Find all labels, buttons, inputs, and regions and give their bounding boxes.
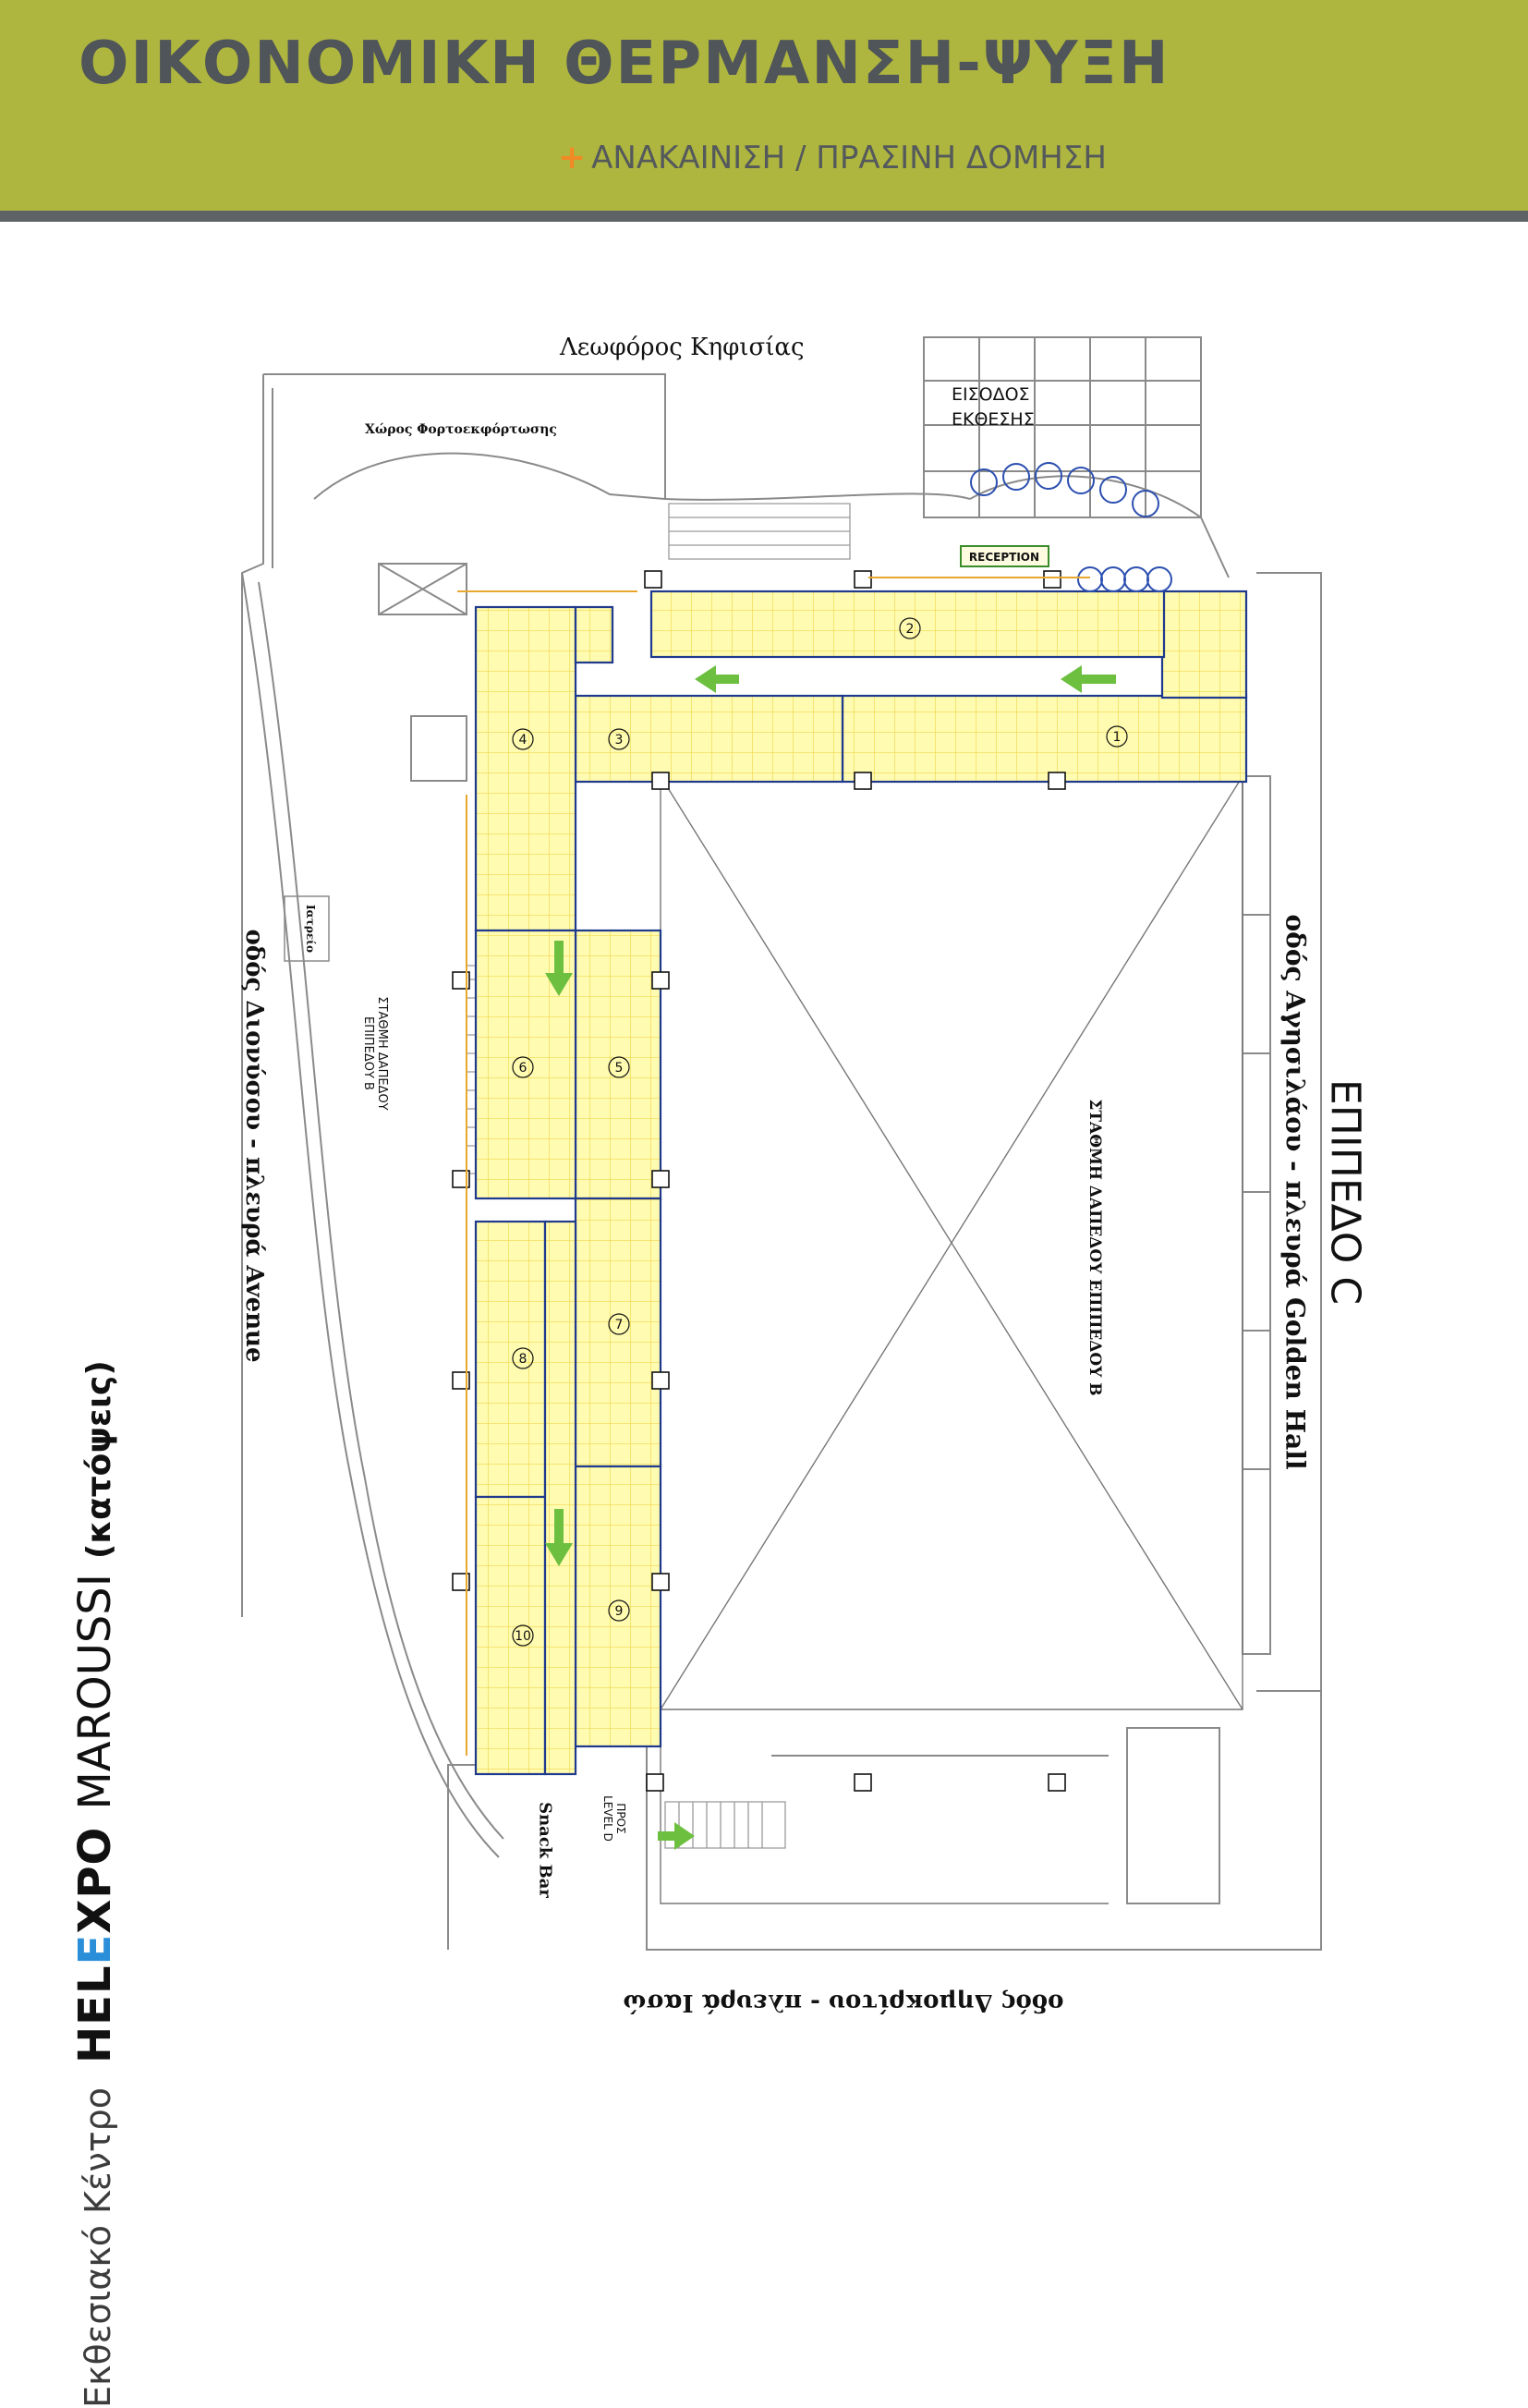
zone-label-4: 4 [519,733,528,748]
zone-markers: 1 2 3 4 5 6 7 8 9 10 [512,617,1128,1647]
service-lines [457,577,1090,1756]
zone-label-7: 7 [615,1318,624,1332]
flow-arrows [545,665,1116,1850]
arrow-down-icon [545,1509,573,1566]
arrow-left-icon [695,665,739,693]
structural-columns [452,570,1066,1792]
subtitle-text: ΑΝΑΚΑΙΝΙΣΗ / ΠΡΑΣΙΝΗ ΔΟΜΗΣΗ [591,140,1107,176]
zone-2 [649,590,1166,659]
loading-area-label: Χώρος Φορτοεκφόρτωσης [365,422,557,437]
entrance-doors [970,462,1172,592]
helexpo-logo: HELEXPO [69,1826,121,2064]
page-title: ΟΙΚΟΝΟΜΙΚΗ ΘΕΡΜΑΝΣΗ-ΨΥΞΗ [79,30,1170,98]
hall-diagonals [660,775,1243,1904]
header-divider [0,211,1528,222]
zone-7 [574,1197,662,1468]
street-top-label: Λεωφόρος Κηφισίας [559,334,805,361]
arrow-down-icon [545,941,573,996]
building-walls [241,336,1322,1951]
venue-city: MAROUSSI [69,1574,121,1810]
infirmary-label: Ιατρείο [304,905,317,953]
zone-6-strip [543,1220,577,1776]
zone-label-2: 2 [906,622,915,637]
zone-label-6: 6 [519,1061,528,1076]
arrow-left-icon [1061,665,1116,693]
arrow-right-icon [658,1822,695,1850]
zone-label-10: 10 [515,1629,531,1644]
entrance-label-1: ΕΙΣΟΔΟΣ [952,384,1030,405]
zone-3 [574,694,844,784]
zone-8 [474,1220,547,1499]
subtitle: +ΑΝΑΚΑΙΝΙΣΗ / ΠΡΑΣΙΝΗ ΔΟΜΗΣΗ [558,139,1107,176]
venue-center-text: Εκθεσιακό Κέντρο [78,2087,118,2408]
zone-1 [841,694,1248,784]
reception-label: RECEPTION [969,551,1039,564]
zone-9 [574,1465,662,1748]
floor-plan: 1 2 3 4 5 6 7 8 9 10 [241,334,1322,1951]
infirmary-room: Ιατρείο [284,895,330,962]
zone-label-8: 8 [519,1352,528,1367]
plan-labels: Λεωφόρος Κηφισίας Χώρος Φορτοεκφόρτωσης … [365,334,1035,437]
zone-4-cap [574,605,614,664]
zone-label-1: 1 [1113,730,1122,745]
zone-10 [474,1495,547,1776]
plus-icon: + [558,139,587,176]
zone-label-9: 9 [615,1604,624,1619]
header-banner: ΟΙΚΟΝΟΜΙΚΗ ΘΕΡΜΑΝΣΗ-ΨΥΞΗ +ΑΝΑΚΑΙΝΙΣΗ / Π… [0,0,1528,211]
zone-5 [574,929,662,1200]
reception-desk: RECEPTION [960,545,1049,567]
venue-plan-note: (κατόψεις) [80,1360,118,1560]
zone-label-3: 3 [615,733,624,748]
heated-floor-zones [474,590,1248,1776]
zone-label-5: 5 [615,1061,624,1076]
zone-4 [474,605,577,932]
zone-1-upper [1160,590,1248,699]
entrance-label-2: ΕΚΘΕΣΗΣ [952,409,1035,430]
